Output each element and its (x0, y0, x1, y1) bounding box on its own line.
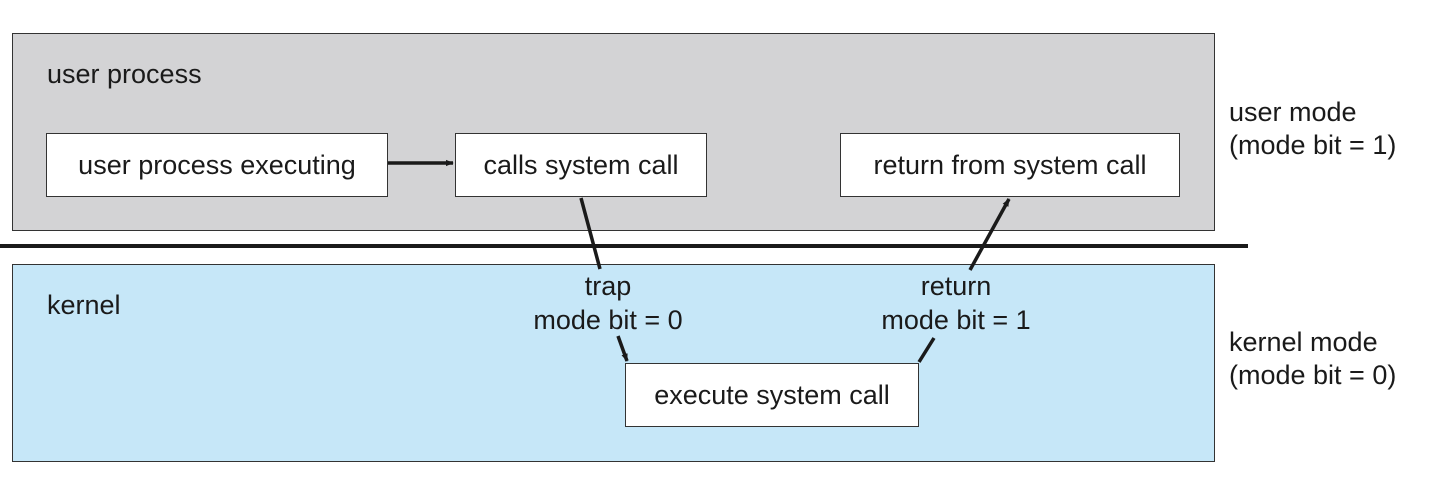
return-mode-bit-label: mode bit = 1 (881, 305, 1031, 335)
kernel-label: kernel (47, 290, 121, 320)
mode-divider-line (0, 244, 1248, 248)
kernel-mode-title: kernel mode (1229, 327, 1378, 357)
user-process-region (12, 33, 1215, 231)
kernel-mode-bit: (mode bit = 0) (1229, 360, 1397, 390)
user-mode-title: user mode (1229, 97, 1357, 127)
trap-mode-bit-label: mode bit = 0 (533, 305, 683, 335)
user-mode-label: user mode (mode bit = 1) (1229, 96, 1396, 162)
trap-label: trap (584, 271, 632, 301)
return-label: return (920, 271, 992, 301)
kernel-region (12, 264, 1215, 462)
kernel-mode-label: kernel mode (mode bit = 0) (1229, 326, 1396, 392)
return-from-system-call-box: return from system call (840, 133, 1180, 197)
user-process-label: user process (47, 59, 202, 89)
return-transition-label: return mode bit = 1 (856, 269, 1056, 337)
execute-system-call-box: execute system call (625, 363, 919, 427)
trap-transition-label: trap mode bit = 0 (508, 269, 708, 337)
user-process-executing-box: user process executing (46, 133, 388, 197)
user-mode-bit: (mode bit = 1) (1229, 130, 1397, 160)
calls-system-call-box: calls system call (455, 133, 707, 197)
